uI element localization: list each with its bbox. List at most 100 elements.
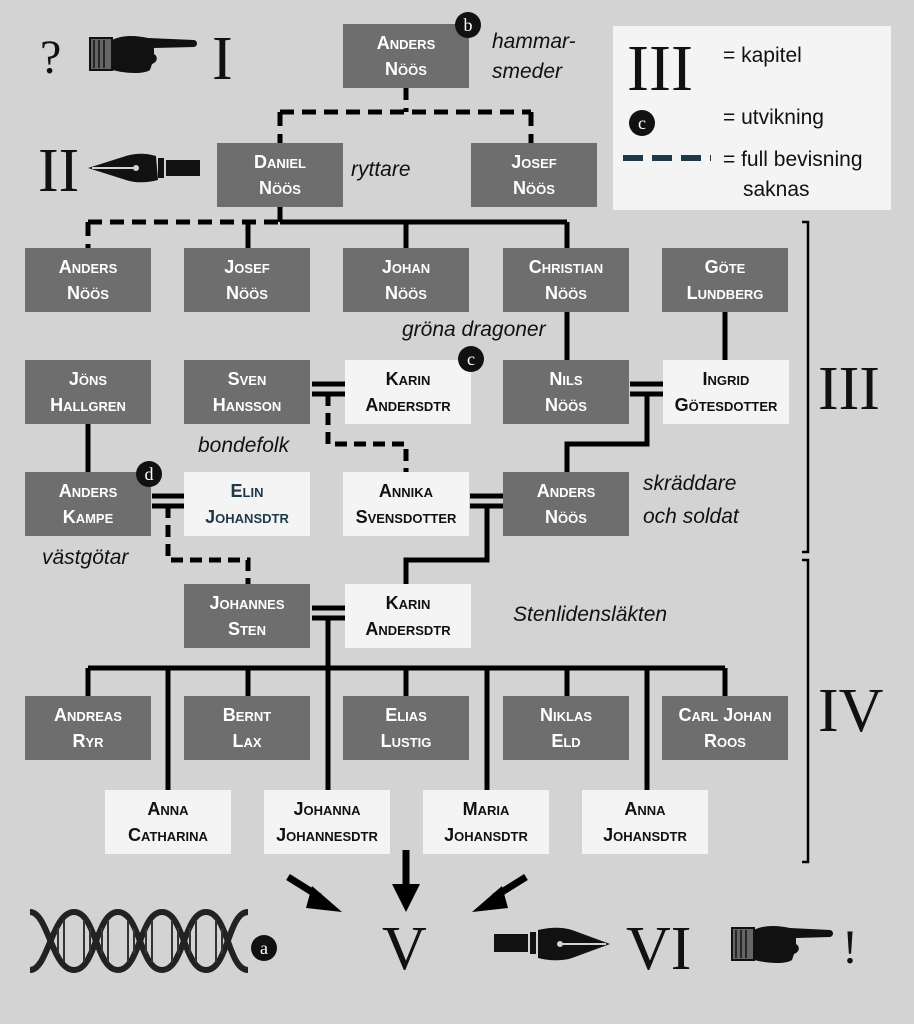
- note-skraddare-2: och soldat: [643, 505, 739, 528]
- badge-a: a: [251, 935, 277, 961]
- person-surname: Svensdotter: [355, 507, 457, 527]
- person-surname: Catharina: [128, 825, 208, 845]
- chapter-four-label: IV: [818, 677, 884, 745]
- person-surname: Johannesdtr: [276, 825, 378, 845]
- legend-badge-c: c: [629, 110, 655, 136]
- note-grona-dragoner: gröna dragoner: [402, 318, 546, 341]
- person-surname: Nöös: [545, 283, 587, 303]
- person-first-name: Bernt: [222, 705, 272, 725]
- person-surname: Nöös: [385, 283, 427, 303]
- person-first-name: Andreas: [54, 705, 122, 725]
- person-surname: Nöös: [67, 283, 109, 303]
- legend-dashed-line: [623, 155, 711, 161]
- person-first-name: Anders: [58, 481, 118, 501]
- person-first-name: Elin: [230, 481, 264, 501]
- person-first-name: Maria: [462, 799, 510, 819]
- note-ryttare: ryttare: [351, 158, 411, 181]
- line-daniel-children: [245, 219, 570, 248]
- legend-dashed-text-2: saknas: [743, 178, 810, 201]
- legend-chapter-text: = kapitel: [723, 44, 802, 67]
- person-surname: Nöös: [259, 178, 301, 198]
- marriage-sven-karin: [312, 381, 345, 397]
- marriage-johannes-karin: [312, 605, 345, 621]
- person-surname: Johansdtr: [603, 825, 687, 845]
- person-surname: Kampe: [62, 507, 114, 527]
- person-first-name: Annika: [378, 481, 434, 501]
- person-first-name: Sven: [227, 369, 267, 389]
- person-first-name: Ingrid: [702, 369, 750, 389]
- person-first-name: Johan: [381, 257, 431, 277]
- badge-c: c: [458, 346, 484, 372]
- badge-d: d: [136, 461, 162, 487]
- legend-digression-text: = utvikning: [723, 106, 824, 129]
- person-first-name: Johanna: [293, 799, 361, 819]
- person-surname: Johansdtr: [205, 507, 289, 527]
- person-first-name: Anders: [536, 481, 596, 501]
- line-karin2-descent: [403, 506, 490, 584]
- line-anders3-descent: [564, 394, 650, 472]
- note-skraddare-1: skräddare: [643, 472, 737, 495]
- legend-dashed-text-1: = full bevisning: [723, 148, 863, 171]
- pointing-hand-icon: [89, 36, 197, 73]
- person-surname: Roos: [704, 731, 746, 751]
- dashed-johannes-descent: [165, 506, 251, 584]
- person-first-name: Elias: [385, 705, 427, 725]
- pointing-hand-icon-right: [731, 926, 833, 963]
- person-first-name: Nils: [549, 369, 583, 389]
- person-surname: Nöös: [513, 178, 555, 198]
- legend: III = kapitel c = utvikning = full bevis…: [613, 26, 891, 210]
- person-first-name: Johannes: [209, 593, 285, 613]
- exclamation-mark: !: [842, 921, 858, 974]
- person-first-name: Jöns: [68, 369, 108, 389]
- line-children-row1: [85, 668, 728, 696]
- marriage-nils-ingrid: [630, 381, 663, 397]
- person-surname: Nöös: [385, 59, 427, 79]
- chapter-one-label: I: [212, 25, 233, 93]
- note-hammarsmeder-2: smeder: [492, 60, 563, 83]
- dashed-daniel-anders: [85, 219, 280, 248]
- person-surname: Lundberg: [686, 283, 764, 303]
- fountain-pen-icon-right: [494, 927, 610, 961]
- person-first-name: Christian: [528, 257, 604, 277]
- line-children-row2: [165, 668, 650, 790]
- person-surname: Andersdtr: [365, 619, 451, 639]
- person-surname: Johansdtr: [444, 825, 528, 845]
- person-first-name: Josef: [224, 257, 270, 277]
- marriage-kampe-elin: [152, 493, 184, 509]
- person-surname: Nöös: [226, 283, 268, 303]
- person-surname: Sten: [227, 619, 266, 639]
- person-surname: Lustig: [380, 731, 432, 751]
- chapter-six-label: VI: [626, 915, 692, 983]
- person-first-name: Anders: [376, 33, 436, 53]
- chapter-two-label: II: [38, 137, 80, 205]
- person-first-name: Daniel: [254, 152, 306, 172]
- person-surname: Lax: [232, 731, 262, 751]
- person-first-name: Anders: [58, 257, 118, 277]
- person-first-name: Carl Johan: [678, 705, 772, 725]
- person-surname: Hansson: [212, 395, 282, 415]
- person-surname: Andersdtr: [365, 395, 451, 415]
- note-hammarsmeder-1: hammar-: [492, 30, 576, 53]
- person-surname: Hallgren: [50, 395, 126, 415]
- note-vastgotar: västgötar: [42, 546, 129, 569]
- person-surname: Ryr: [72, 731, 104, 751]
